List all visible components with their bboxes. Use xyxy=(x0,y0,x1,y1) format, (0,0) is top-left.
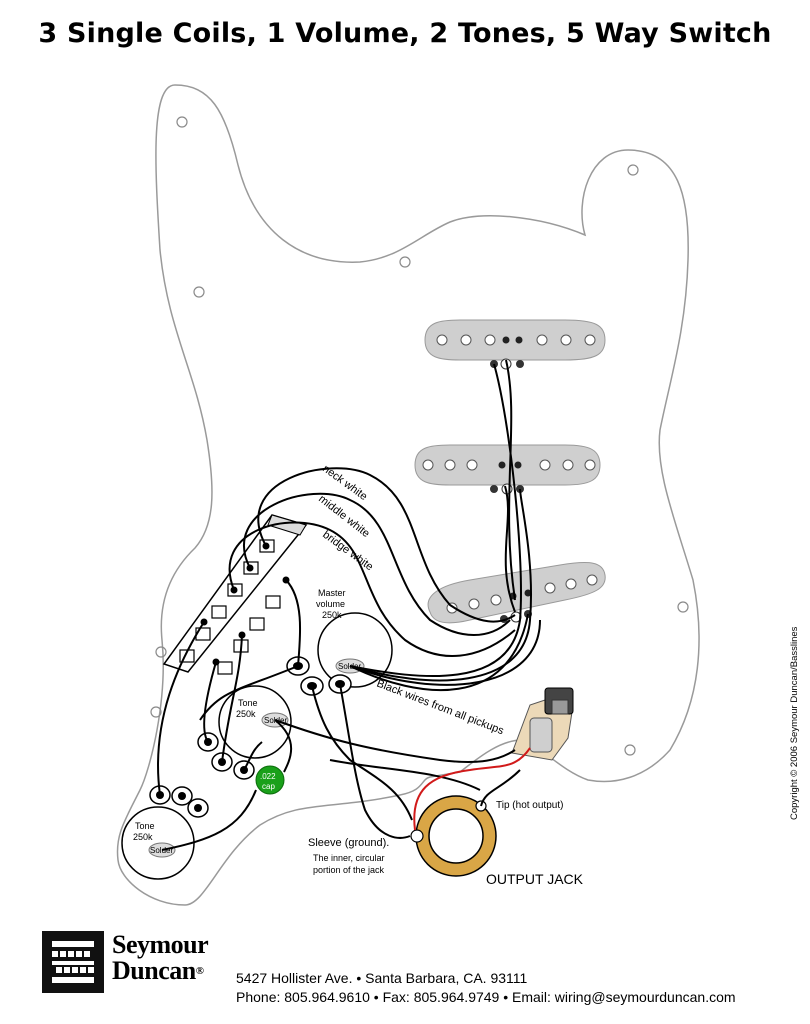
cap-label-1: .022 xyxy=(260,772,276,781)
cap-label-2: cap xyxy=(262,782,275,791)
bridge-pickup xyxy=(427,562,606,624)
wiring-diagram: neck white middle white bridge white Mas… xyxy=(116,84,700,906)
seymour-duncan-logo xyxy=(42,931,104,993)
brand-name: Seymour Duncan® xyxy=(112,930,209,985)
tone-capacitor xyxy=(255,765,285,795)
sleeve-desc-1: The inner, circular xyxy=(313,853,385,863)
five-way-switch xyxy=(162,514,308,675)
output-jack xyxy=(410,795,497,877)
pickguard-outline xyxy=(116,84,700,906)
wires xyxy=(157,359,541,851)
copyright-notice: Copyright © 2006 Seymour Duncan/Bassline… xyxy=(789,626,800,820)
master-volume-label-1: Master xyxy=(318,588,346,598)
page-title: 3 Single Coils, 1 Volume, 2 Tones, 5 Way… xyxy=(38,18,772,49)
address: 5427 Hollister Ave. • Santa Barbara, CA.… xyxy=(236,970,528,986)
volume-solder-label: Solder xyxy=(338,662,361,671)
sleeve-desc-2: portion of the jack xyxy=(313,865,385,875)
master-volume-label-3: 250k xyxy=(322,610,342,620)
contact-info: Phone: 805.964.9610 • Fax: 805.964.9749 … xyxy=(236,989,736,1005)
tone2-label-1: Tone xyxy=(135,821,155,831)
tip-label: Tip (hot output) xyxy=(496,800,563,811)
footer: Seymour Duncan® 5427 Hollister Ave. • Sa… xyxy=(0,930,810,1024)
tone1-label-2: 250k xyxy=(236,709,256,719)
tone1-solder-label: Solder xyxy=(264,716,287,725)
hot-wire xyxy=(413,747,531,831)
output-jack-label: OUTPUT JACK xyxy=(486,871,584,887)
master-volume-label-2: volume xyxy=(316,599,345,609)
sleeve-label: Sleeve (ground). xyxy=(308,837,389,849)
middle-pickup xyxy=(414,444,601,495)
brand-line-1: Seymour xyxy=(112,930,209,959)
brand-line-2: Duncan xyxy=(112,956,196,985)
tone1-label-1: Tone xyxy=(238,698,258,708)
tone2-label-2: 250k xyxy=(133,832,153,842)
tone2-solder-label: Solder xyxy=(150,846,173,855)
registered-mark: ® xyxy=(195,965,204,977)
tone-pot-1 xyxy=(197,685,292,780)
ground-lug xyxy=(511,687,574,761)
